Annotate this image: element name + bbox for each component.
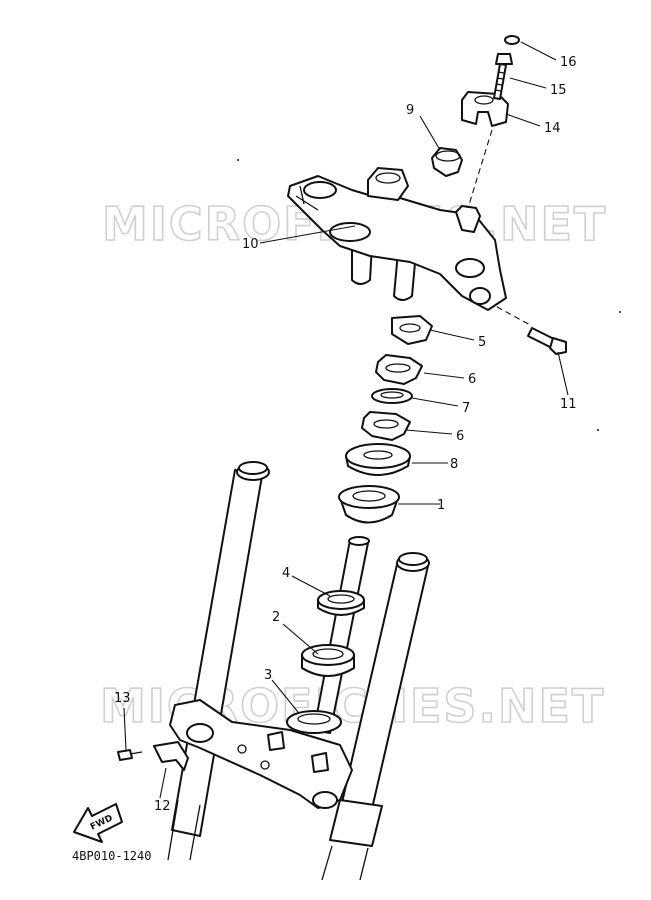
part-8-cover xyxy=(345,443,411,476)
bolt-axis-line xyxy=(467,129,493,209)
part-9-crown-nut xyxy=(431,147,463,177)
callout-7: 7 xyxy=(462,401,470,416)
speck xyxy=(619,311,621,313)
callout-13: 13 xyxy=(114,691,131,706)
part-13-screw xyxy=(117,749,143,761)
callout-11: 11 xyxy=(560,397,577,412)
left-fork-tube xyxy=(167,461,270,861)
part-15-bolt xyxy=(493,53,513,100)
callout-3: 3 xyxy=(264,668,272,683)
callout-6-upper: 6 xyxy=(468,372,476,387)
callout-10: 10 xyxy=(242,237,259,252)
part-6-ring-nut-lower xyxy=(361,411,411,441)
fwd-arrow-icon: FWD xyxy=(73,803,123,843)
part-12-clamp xyxy=(153,741,189,771)
callout-1: 1 xyxy=(437,498,445,513)
callout-14: 14 xyxy=(544,121,561,136)
part-14-handlebar-holder xyxy=(461,91,509,127)
callout-15: 15 xyxy=(550,83,567,98)
part-7-washer xyxy=(371,388,413,404)
right-fork-tube xyxy=(321,552,430,881)
callout-9: 9 xyxy=(406,103,414,118)
speck xyxy=(597,429,599,431)
callout-6-lower: 6 xyxy=(456,429,464,444)
part-16-washer xyxy=(504,35,520,45)
callout-5: 5 xyxy=(478,335,486,350)
callout-12: 12 xyxy=(154,799,171,814)
figure-code: 4BP010-1240 xyxy=(72,849,151,863)
callout-16: 16 xyxy=(560,55,577,70)
part-4-seal xyxy=(317,590,365,616)
part-1-bearing xyxy=(338,485,400,524)
callout-8: 8 xyxy=(450,457,458,472)
callout-4: 4 xyxy=(282,566,290,581)
callout-2: 2 xyxy=(272,610,280,625)
part-5-lock-washer xyxy=(391,315,433,345)
part-2-race xyxy=(301,644,355,677)
part-3-bearing xyxy=(286,710,342,734)
speck xyxy=(237,159,239,161)
leader-lines xyxy=(123,41,569,799)
part-6-ring-nut-upper xyxy=(375,354,423,385)
part-10-upper-bracket xyxy=(287,167,507,311)
under-bracket xyxy=(169,699,353,809)
part-11-bolt xyxy=(487,301,567,355)
